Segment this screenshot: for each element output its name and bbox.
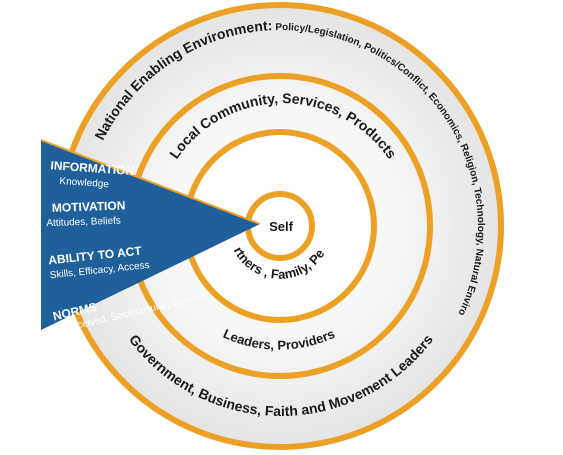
wedge-item-motivation: MOTIVATION Attitudes, Beliefs [46,198,126,230]
information-title: INFORMATION [50,158,135,178]
wedge-top-edge-highlight [40,139,261,225]
behavior-determinants-wedge [41,140,260,330]
wedge-item-information: INFORMATION Knowledge [50,158,135,190]
motivation-title: MOTIVATION [52,198,126,215]
information-subtitle: Knowledge [59,176,110,190]
motivation-subtitle: Attitudes, Beliefs [46,216,121,230]
self-label: Self [269,219,294,234]
